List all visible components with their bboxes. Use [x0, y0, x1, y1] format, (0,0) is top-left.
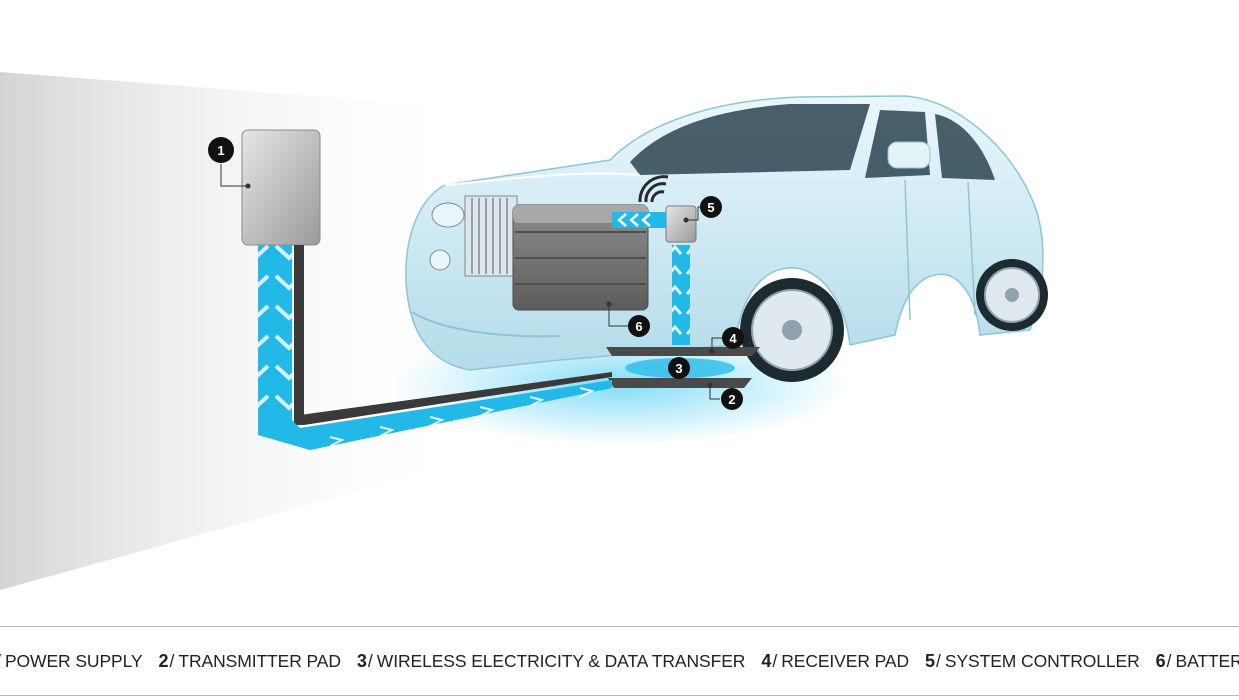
legend-item-receiver-pad: 4 / RECEIVER PAD [761, 651, 909, 672]
legend-number: 6 [1155, 650, 1166, 671]
legend-item-wireless-transfer: 3 / WIRELESS ELECTRICITY & DATA TRANSFER [356, 650, 746, 672]
power-supply-unit [241, 129, 321, 246]
legend-label: TRANSMITTER PAD [178, 650, 341, 671]
svg-text:3: 3 [675, 361, 682, 376]
callout-6: 6 [606, 301, 650, 337]
legend-label: BATTERY [1175, 650, 1239, 671]
legend-label: WIRELESS ELECTRICITY & DATA TRANSFER [376, 650, 746, 671]
legend-separator: / [936, 650, 941, 671]
svg-text:6: 6 [635, 319, 642, 334]
callout-3: 3 [668, 357, 690, 379]
svg-text:5: 5 [707, 200, 714, 215]
legend-bar: 1 / POWER SUPPLY 2 / TRANSMITTER PAD 3 /… [0, 626, 1239, 696]
legend-number: 2 [158, 650, 169, 671]
legend-number: 5 [925, 650, 936, 671]
receiver-to-controller-flow [672, 245, 690, 345]
controller-to-battery-flow [612, 212, 666, 228]
legend-separator: / [0, 651, 1, 672]
system-controller-box [665, 205, 697, 243]
legend-separator: / [1166, 650, 1172, 671]
battery-pack [512, 204, 649, 311]
legend-label: POWER SUPPLY [4, 650, 143, 671]
power-cable [258, 245, 612, 450]
svg-text:4: 4 [729, 331, 737, 346]
callout-1: 1 [208, 137, 251, 189]
legend-item-power-supply: 1 / POWER SUPPLY [0, 651, 143, 672]
legend-label: SYSTEM CONTROLLER [944, 650, 1140, 671]
legend-number: 4 [761, 650, 772, 671]
wireless-signal-icon [638, 175, 669, 203]
callout-5: 5 [683, 196, 722, 223]
callout-4: 4 [709, 327, 744, 354]
legend-separator: / [169, 650, 175, 671]
wall-background [0, 72, 470, 590]
wireless-charging-diagram: 1 2 3 4 5 6 [0, 72, 1048, 590]
svg-text:1: 1 [217, 143, 224, 158]
legend-item-transmitter-pad: 2 / TRANSMITTER PAD [159, 651, 341, 672]
svg-text:2: 2 [728, 392, 735, 407]
legend-item-battery: 6 / BATTERY [1156, 651, 1239, 672]
receiver-pad [606, 347, 760, 356]
transmitter-pad [608, 378, 752, 388]
legend-separator: / [367, 650, 373, 671]
legend-separator: / [772, 650, 778, 671]
legend-number: 3 [356, 650, 367, 671]
legend-item-system-controller: 5 / SYSTEM CONTROLLER [925, 651, 1140, 672]
legend-label: RECEIVER PAD [781, 650, 910, 671]
callout-2: 2 [707, 382, 743, 410]
